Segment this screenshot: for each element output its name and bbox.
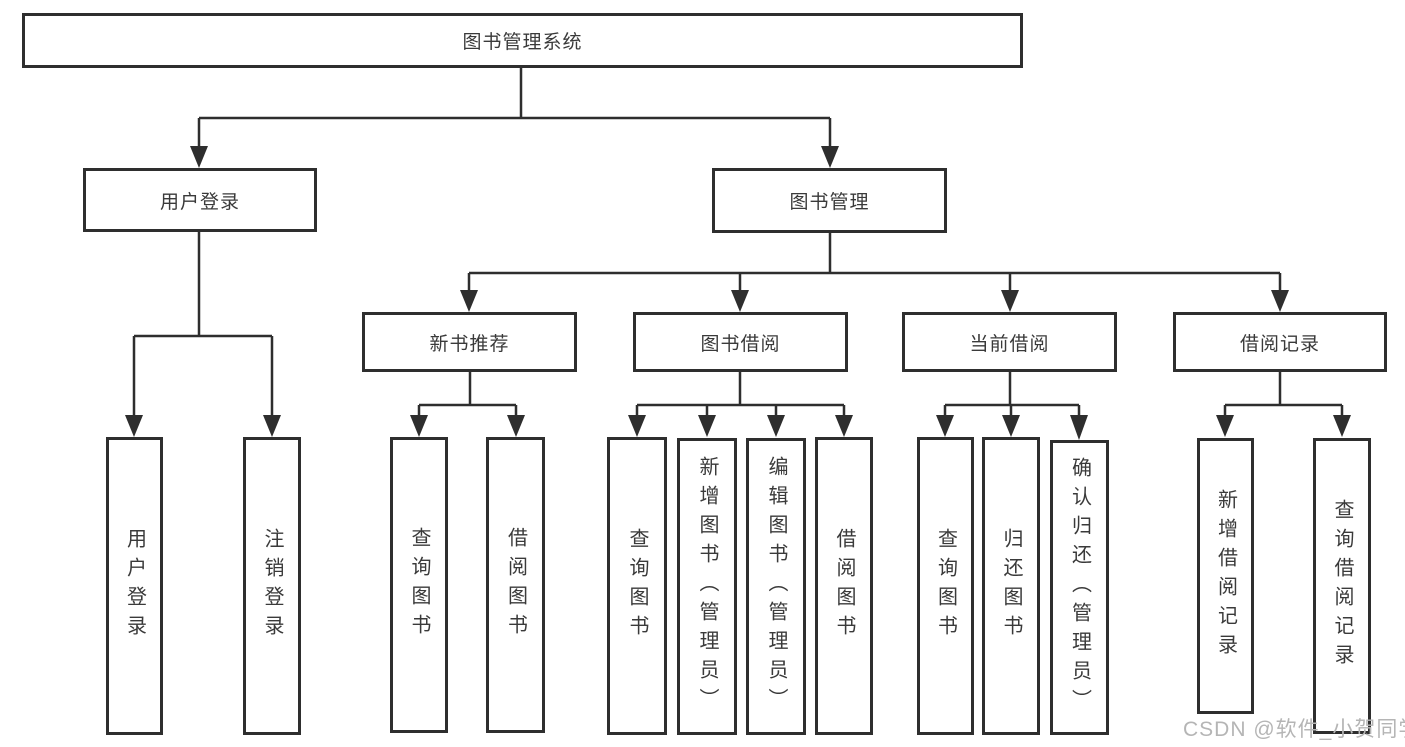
arrowheads (125, 146, 1351, 440)
leaf-query-books-recommend: 查询图书 (390, 437, 448, 733)
node-book-management-label: 图书管理 (789, 192, 870, 213)
leaf-query-books-borrowing: 查询图书 (607, 437, 667, 735)
leaf-add-book-admin-label: 新增图书（管理员） (696, 456, 718, 717)
node-user-login: 用户登录 (83, 168, 317, 232)
node-library-system-label: 图书管理系统 (462, 32, 583, 53)
leaf-query-books-current-label: 查询图书 (934, 528, 957, 644)
leaf-borrow-books-borrowing-label: 借阅图书 (833, 528, 855, 644)
node-borrowing-records-label: 借阅记录 (1239, 333, 1320, 355)
leaf-query-books-current: 查询图书 (917, 437, 974, 735)
leaf-confirm-return-admin-label: 确认归还（管理员） (1068, 457, 1091, 718)
node-current-borrowing: 当前借阅 (902, 312, 1117, 372)
leaf-edit-book-admin: 编辑图书（管理员） (746, 438, 806, 735)
leaf-user-login-label: 用户登录 (123, 528, 146, 644)
node-book-borrowing: 图书借阅 (633, 312, 848, 372)
leaf-user-login: 用户登录 (106, 437, 163, 735)
leaf-add-borrow-record: 新增借阅记录 (1197, 438, 1254, 714)
leaf-add-borrow-record-label: 新增借阅记录 (1214, 489, 1237, 663)
node-new-book-recommendation-label: 新书推荐 (429, 333, 510, 355)
node-current-borrowing-label: 当前借阅 (969, 333, 1050, 355)
leaf-query-books-recommend-label: 查询图书 (408, 527, 430, 643)
leaf-edit-book-admin-label: 编辑图书（管理员） (765, 456, 787, 717)
leaf-logout-label: 注销登录 (261, 528, 283, 644)
node-book-management: 图书管理 (712, 168, 947, 233)
leaf-borrow-books-recommend: 借阅图书 (486, 437, 545, 733)
leaf-return-books: 归还图书 (982, 437, 1040, 735)
leaf-borrow-books-recommend-label: 借阅图书 (504, 527, 527, 643)
leaf-query-borrow-record-label: 查询借阅记录 (1331, 499, 1353, 673)
leaf-return-books-label: 归还图书 (1000, 528, 1022, 644)
node-user-login-label: 用户登录 (159, 191, 240, 213)
node-new-book-recommendation: 新书推荐 (362, 312, 577, 372)
leaf-query-books-borrowing-label: 查询图书 (626, 528, 648, 644)
leaf-borrow-books-borrowing: 借阅图书 (815, 437, 873, 735)
node-library-system: 图书管理系统 (22, 13, 1023, 68)
leaf-add-book-admin: 新增图书（管理员） (677, 438, 737, 735)
csdn-watermark: CSDN @软件_小贺同学 (1183, 718, 1405, 741)
leaf-query-borrow-record: 查询借阅记录 (1313, 438, 1371, 734)
leaf-logout: 注销登录 (243, 437, 301, 735)
node-borrowing-records: 借阅记录 (1173, 312, 1387, 372)
leaf-confirm-return-admin: 确认归还（管理员） (1050, 440, 1109, 735)
node-book-borrowing-label: 图书借阅 (700, 333, 781, 355)
